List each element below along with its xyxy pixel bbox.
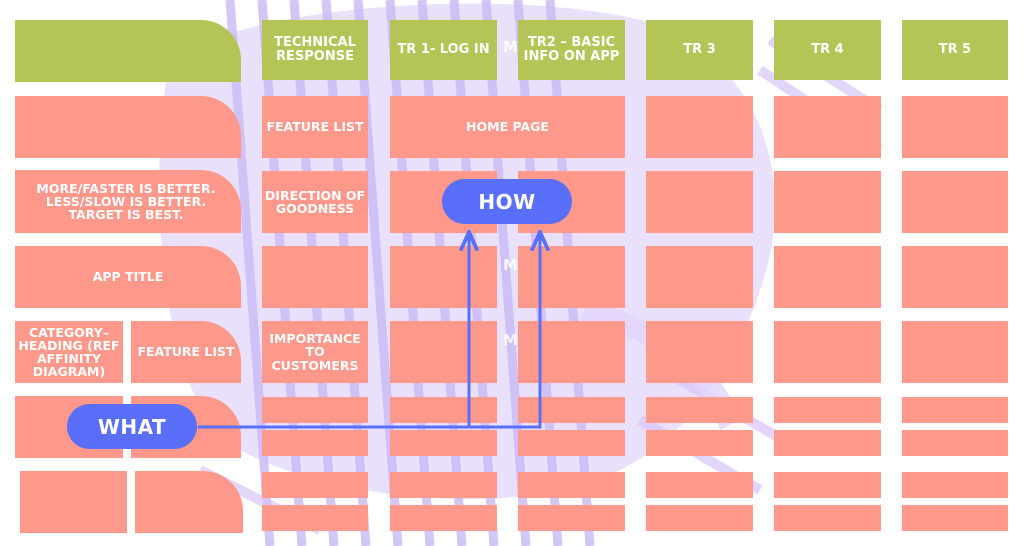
tr3-row-3: [646, 246, 753, 308]
tr2-row-3: [518, 246, 625, 308]
tr5-row-5a: [902, 397, 1008, 423]
importance-to-customers: IMPORTANCE TO CUSTOMERS: [262, 321, 368, 383]
tr2-row-6a: [518, 472, 625, 498]
header-tr3: TR 3: [646, 20, 753, 80]
tr4-row-6b: [774, 505, 881, 531]
tr4-row-5b: [774, 430, 881, 456]
mid-feature-list: FEATURE LIST: [262, 96, 368, 158]
header-tr4: TR 4: [774, 20, 881, 80]
header-tr2: TR2 – BASIC INFO ON APP: [518, 20, 625, 80]
left-row-7a: [20, 471, 127, 533]
tr1-row-6a: [390, 472, 497, 498]
tr4-row-4: [774, 321, 881, 383]
left-row-1: [15, 96, 241, 158]
tr3-row-5b: [646, 430, 753, 456]
home-page: HOME PAGE: [390, 96, 625, 158]
watermark-glyph: M: [503, 38, 518, 56]
tr4-row-3: [774, 246, 881, 308]
tr2-row-6b: [518, 505, 625, 531]
mid-row-6a: [262, 472, 368, 498]
header-corner: [15, 20, 241, 82]
watermark-glyph: M: [503, 256, 518, 274]
app-title: APP TITLE: [15, 246, 241, 308]
tr1-row-5b: [390, 430, 497, 456]
tr2-row-5a: [518, 397, 625, 423]
mid-row-3: [262, 246, 368, 308]
tr1-row-4: [390, 321, 497, 383]
tr5-row-3: [902, 246, 1008, 308]
how-label: HOW: [442, 179, 572, 224]
tr3-row-4: [646, 321, 753, 383]
tr4-row-6a: [774, 472, 881, 498]
left-row-7b: [135, 471, 243, 533]
tr3-row-1: [646, 96, 753, 158]
direction-of-goodness: DIRECTION OF GOODNESS: [262, 171, 368, 233]
tr5-row-4: [902, 321, 1008, 383]
tr2-row-5b: [518, 430, 625, 456]
tr5-row-6b: [902, 505, 1008, 531]
tr1-row-6b: [390, 505, 497, 531]
tr5-row-2: [902, 171, 1008, 233]
mid-row-6b: [262, 505, 368, 531]
left-feature-list: FEATURE LIST: [131, 321, 241, 383]
mid-row-5b: [262, 430, 368, 456]
mid-row-5a: [262, 397, 368, 423]
tr5-row-1: [902, 96, 1008, 158]
header-tr1: TR 1- LOG IN: [390, 20, 497, 80]
tr4-row-2: [774, 171, 881, 233]
tr2-row-4: [518, 321, 625, 383]
what-label: WHAT: [67, 404, 197, 449]
tr1-row-5a: [390, 397, 497, 423]
tr4-row-1: [774, 96, 881, 158]
header-technical-response: TECHNICAL RESPONSE: [262, 20, 368, 80]
tr1-row-3: [390, 246, 497, 308]
tr3-row-6b: [646, 505, 753, 531]
tr5-row-6a: [902, 472, 1008, 498]
tr3-row-6a: [646, 472, 753, 498]
header-tr5: TR 5: [902, 20, 1008, 80]
tr5-row-5b: [902, 430, 1008, 456]
tr3-row-2: [646, 171, 753, 233]
tr4-row-5a: [774, 397, 881, 423]
tr3-row-5a: [646, 397, 753, 423]
watermark-glyph: M: [503, 331, 518, 349]
category-heading: CATEGORY– HEADING (REF AFFINITY DIAGRAM): [15, 321, 123, 383]
direction-legend: MORE/FASTER IS BETTER. LESS/SLOW IS BETT…: [15, 170, 241, 233]
